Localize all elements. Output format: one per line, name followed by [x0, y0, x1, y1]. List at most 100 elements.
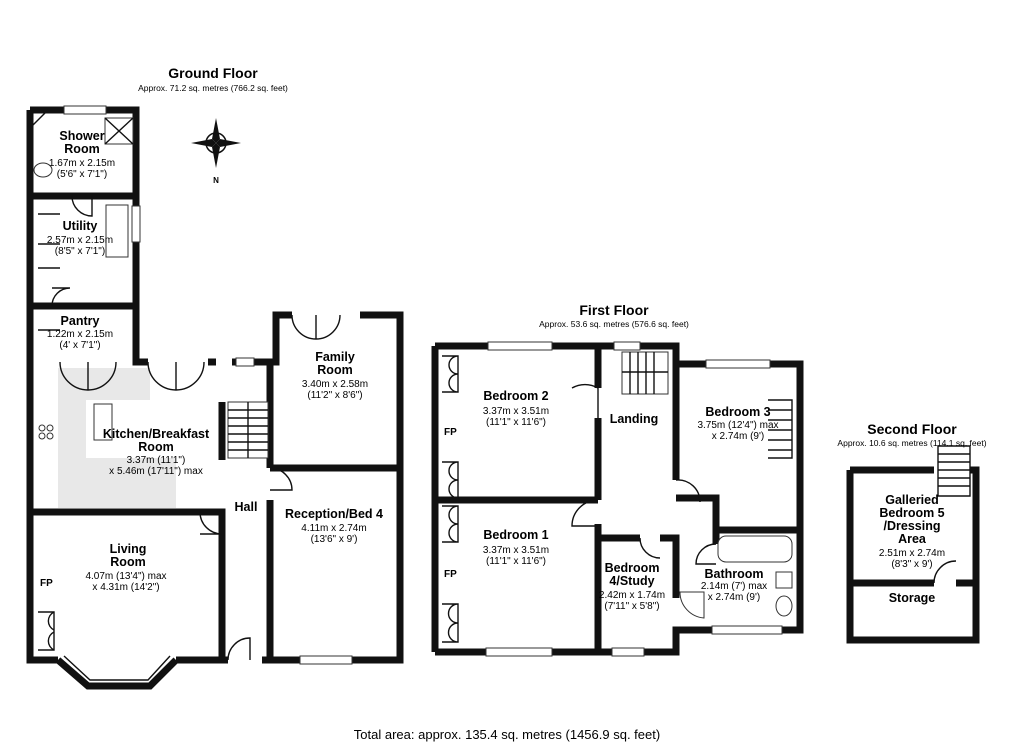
second-floor-plan: [846, 445, 980, 644]
bathroom-dims-1: 2.14m (7') max: [701, 581, 767, 592]
first-floor-title: First Floor: [579, 302, 649, 318]
utility-name: Utility: [63, 219, 98, 233]
shower-basin: [33, 162, 53, 178]
bed1-wardrobe-top: [442, 505, 459, 543]
bed4-name-1: Bedroom: [605, 561, 660, 575]
first-floor-plan: [431, 341, 804, 657]
bed3-dims-1: 3.75m (12'4") max: [697, 420, 778, 431]
toilet: [775, 595, 793, 617]
hob: [38, 424, 54, 440]
kitchen-name-2: Room: [138, 440, 173, 454]
bed5-name-3: /Dressing: [884, 519, 941, 533]
patio-double-door: [147, 361, 205, 391]
landing-window: [613, 341, 641, 351]
living-door: [199, 511, 223, 535]
shower-room-name-1: Shower: [59, 129, 104, 143]
reception-dims-1: 4.11m x 2.74m: [301, 523, 366, 534]
shower-corner: [29, 109, 49, 129]
pantry-name: Pantry: [61, 314, 100, 328]
bed3-window: [705, 359, 771, 369]
second-stairs: [937, 445, 971, 497]
family-name-2: Room: [317, 363, 352, 377]
utility-dims-1: 2.57m x 2.15m: [47, 235, 113, 246]
pantry-dims-2: (4' x 7'1"): [59, 340, 100, 351]
bathroom-dims-2: x 2.74m (9'): [708, 592, 760, 603]
shower-room-name-2: Room: [64, 142, 99, 156]
reception-dims-2: (13'6" x 9'): [311, 534, 358, 545]
bed1-window: [485, 647, 553, 657]
front-door: [227, 637, 251, 661]
bathtub: [717, 535, 793, 563]
ground-floor-area: Approx. 71.2 sq. metres (766.2 sq. feet): [138, 83, 288, 93]
bed3-walls: [672, 364, 800, 534]
living-fp-label: FP: [40, 578, 53, 589]
bath-door: [695, 543, 717, 565]
reception-door: [269, 467, 293, 491]
living-name-1: Living: [110, 542, 147, 556]
bed2-dims-2: (11'1" x 11'6"): [486, 417, 546, 428]
pantry-dims-1: 1.22m x 2.15m: [47, 329, 113, 340]
kitchen-worktop: [58, 368, 176, 508]
storage-door: [933, 560, 957, 584]
utility-window: [131, 205, 141, 243]
study-door: [639, 537, 661, 559]
bed1-door: [571, 499, 599, 527]
ground-floor-plan: [26, 105, 404, 690]
ground-floor-title: Ground Floor: [168, 65, 258, 81]
bed1-dims-1: 3.37m x 3.51m: [483, 545, 549, 556]
study-walls: [598, 534, 680, 598]
kitchen-dims-1: 3.37m (11'1"): [127, 455, 186, 466]
reception-name: Reception/Bed 4: [285, 507, 383, 521]
shower-room-dims-2: (5'6" x 7'1"): [57, 169, 107, 180]
bed2-wardrobe-top: [442, 355, 459, 393]
bed4-dims-2: (7'11" x 5'8"): [604, 601, 659, 612]
storage-name: Storage: [889, 591, 936, 605]
bed2-window: [487, 341, 553, 351]
bed5-name-2: Bedroom 5: [879, 506, 944, 520]
bed4-dims-1: 2.42m x 1.74m: [599, 590, 665, 601]
bed3-stairs: [768, 399, 793, 459]
bed3-dims-2: x 2.74m (9'): [712, 431, 764, 442]
living-dims-2: x 4.31m (14'2"): [92, 582, 159, 593]
bed3-door: [675, 479, 701, 503]
bed2-wardrobe-bottom: [442, 461, 459, 499]
bed1-fp-label: FP: [444, 569, 457, 580]
bed5-name-4: Area: [898, 532, 927, 546]
kitchen-sink: [93, 403, 113, 441]
family-name-1: Family: [315, 350, 355, 364]
family-double-door: [291, 314, 341, 340]
second-floor-title: Second Floor: [867, 421, 957, 437]
compass-north-label: N: [213, 176, 219, 185]
utility-walls: [30, 192, 136, 310]
kitchen-dims-2: x 5.46m (17'11") max: [109, 466, 203, 477]
compass-icon: [191, 118, 241, 168]
bed5-dims-2: (8'3" x 9'): [891, 559, 932, 570]
bath-window: [711, 625, 783, 635]
ground-west-wall: [26, 110, 58, 664]
living-name-2: Room: [110, 555, 145, 569]
total-area: Total area: approx. 135.4 sq. metres (14…: [354, 727, 660, 742]
bay-window: [55, 657, 179, 690]
study-window: [611, 647, 645, 657]
family-dims-1: 3.40m x 2.58m: [302, 379, 368, 390]
bed5-name-1: Galleried: [885, 493, 939, 507]
shower-room-dims-1: 1.67m x 2.15m: [49, 158, 115, 169]
first-outer-wall: [435, 342, 804, 656]
bed2-fp-label: FP: [444, 427, 457, 438]
bed2-dims-1: 3.37m x 3.51m: [483, 406, 549, 417]
landing-stairs: [621, 351, 669, 395]
bed1-wardrobe-bottom: [442, 603, 459, 643]
kitchen-double-door: [59, 361, 117, 391]
bed5-dims-1: 2.51m x 2.74m: [879, 548, 945, 559]
shower-enclosure: [679, 591, 705, 619]
hall-name: Hall: [235, 500, 258, 514]
bed2-door: [571, 383, 599, 418]
pantry-door: [51, 287, 71, 307]
bed4-name-2: 4/Study: [609, 574, 654, 588]
bed1-dims-2: (11'1" x 11'6"): [486, 556, 546, 567]
second-floor-area: Approx. 10.6 sq. metres (114.1 sq. feet): [837, 438, 986, 448]
living-dims-1: 4.07m (13'4") max: [85, 571, 166, 582]
reception-window: [299, 655, 353, 665]
